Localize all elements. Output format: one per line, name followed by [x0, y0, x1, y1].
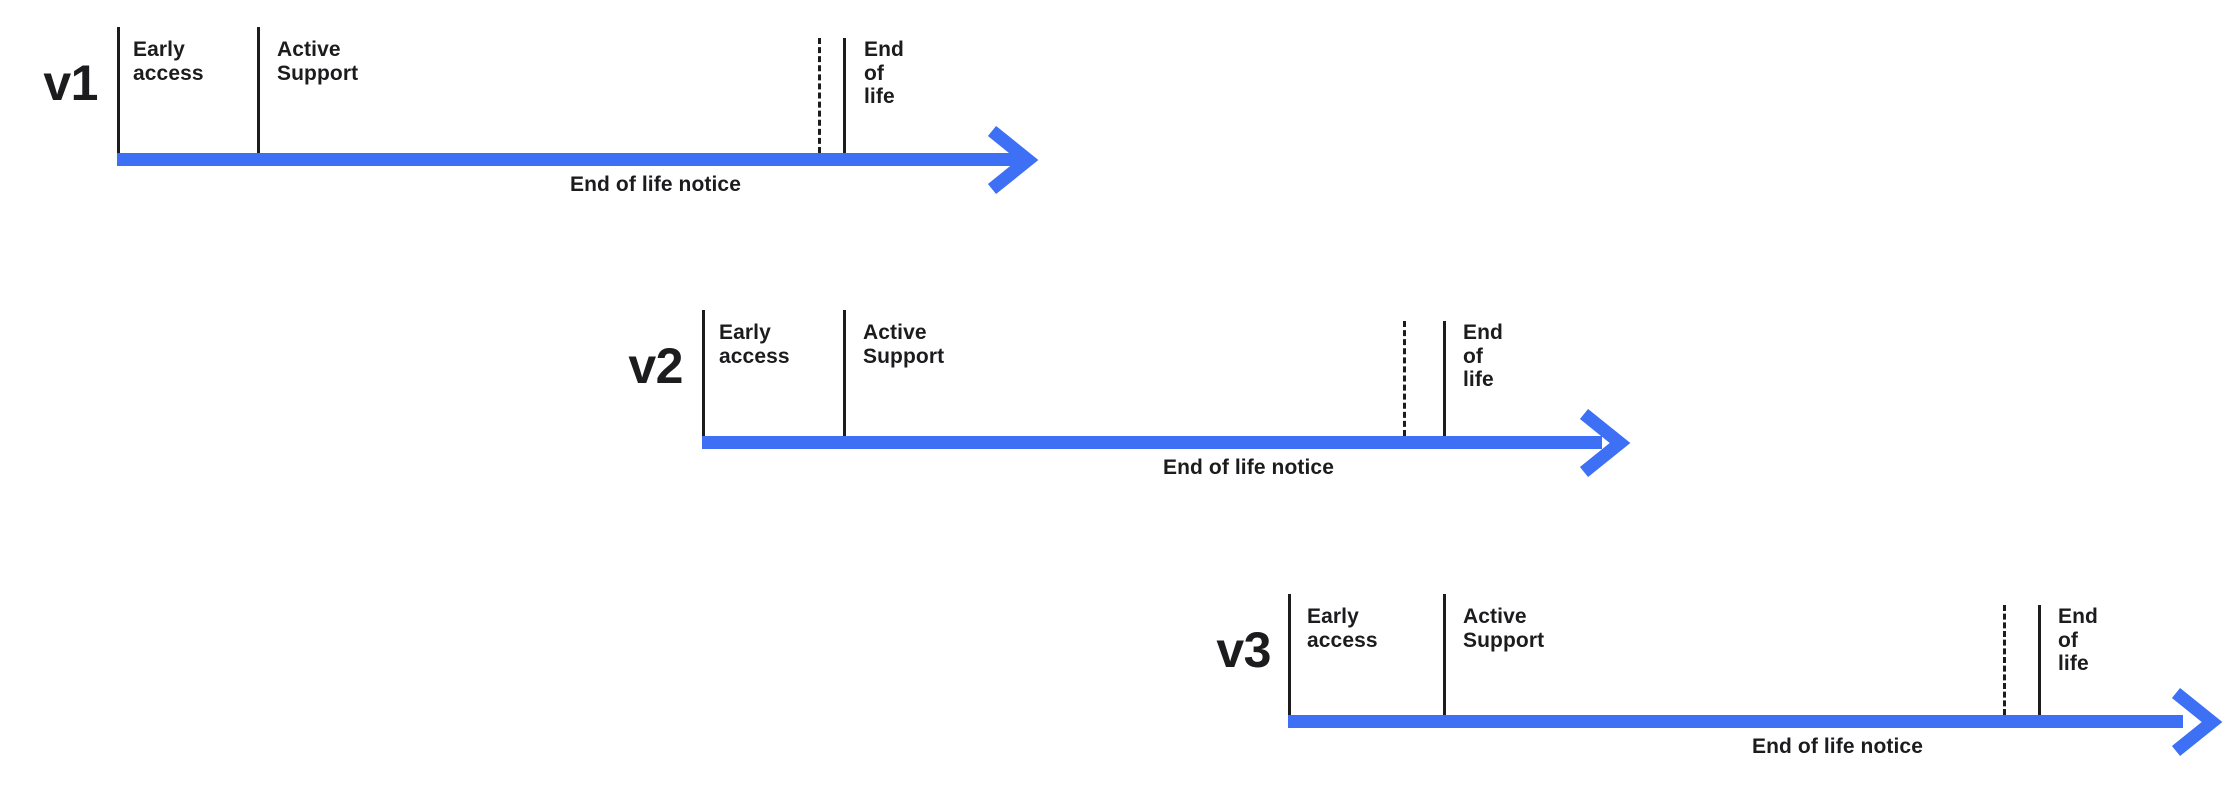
boundary-tick-v3-3 [2038, 605, 2041, 715]
end-of-life-notice-label-v2: End of life notice [1163, 456, 1334, 479]
version-label-v1: v1 [43, 55, 98, 111]
arrow-head-icon-v2 [1579, 408, 1631, 477]
dashed-boundary-tick-v3-2 [2003, 605, 2006, 715]
phase-label-early_access-v2: Early access [719, 321, 790, 368]
end-of-life-notice-label-v3: End of life notice [1752, 735, 1923, 758]
boundary-tick-v1-1 [257, 27, 260, 153]
boundary-tick-v2-3 [1443, 321, 1446, 436]
dashed-boundary-tick-v2-2 [1403, 321, 1406, 436]
phase-label-active_support-v1: Active Support [277, 38, 359, 85]
dashed-boundary-tick-v1-2 [818, 38, 821, 153]
boundary-tick-v2-0 [702, 310, 705, 436]
version-label-v3: v3 [1216, 622, 1271, 678]
boundary-tick-v3-1 [1443, 594, 1446, 715]
phase-label-end_of_life-v3: End of life [2058, 605, 2098, 676]
phase-label-end_of_life-v1: End of life [864, 38, 904, 109]
arrow-head-icon-v1 [987, 125, 1039, 194]
life-span-bar-v1 [117, 153, 1027, 166]
end-of-life-notice-label-v1: End of life notice [570, 173, 741, 196]
boundary-tick-v2-1 [843, 310, 846, 436]
phase-label-active_support-v3: Active Support [1463, 605, 1545, 652]
boundary-tick-v1-3 [843, 38, 846, 153]
phase-label-active_support-v2: Active Support [863, 321, 945, 368]
phase-label-early_access-v1: Early access [133, 38, 204, 85]
boundary-tick-v1-0 [117, 27, 120, 153]
phase-label-early_access-v3: Early access [1307, 605, 1378, 652]
life-span-bar-v2 [702, 436, 1602, 449]
life-span-bar-v3 [1288, 715, 2183, 728]
version-label-v2: v2 [628, 338, 683, 394]
boundary-tick-v3-0 [1288, 594, 1291, 715]
arrow-head-icon-v3 [2171, 687, 2223, 756]
phase-label-end_of_life-v2: End of life [1463, 321, 1503, 392]
